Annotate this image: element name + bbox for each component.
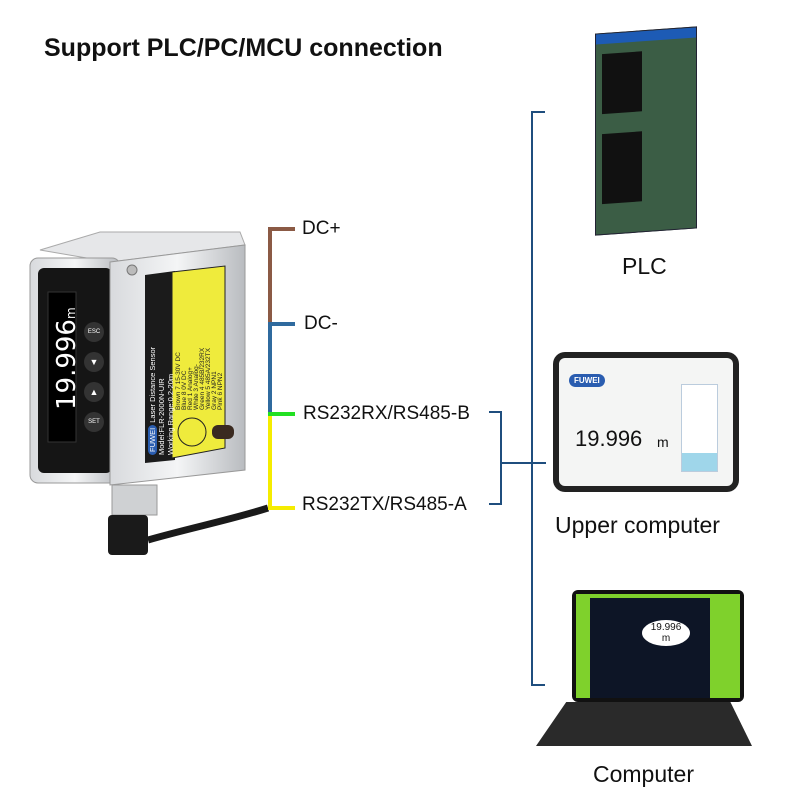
sensor-display-unit: m [64,307,78,320]
wire-dc-minus-tick [268,322,295,326]
caption-plc: PLC [622,253,667,279]
upper-computer-brand: FUWEI [569,374,605,387]
laptop-value: 19.996 [650,622,682,633]
bus-to-computer [531,684,545,686]
sensor-brand: FUWEI [148,424,157,455]
bus-to-plc [531,111,545,113]
plc-image [595,26,697,236]
upper-computer-unit: m [657,434,669,450]
wire-dc-minus [268,322,272,414]
bus-bracket-top [489,411,501,413]
label-rs232tx: RS232TX/RS485-A [302,494,467,515]
laptop-unit: m [661,633,671,644]
label-dc-plus: DC+ [302,218,341,239]
down-button: ▼ [84,352,104,372]
wire-rx-tick [268,412,295,416]
laptop-keyboard [536,702,752,746]
bus-join [500,462,546,464]
label-dc-minus: DC- [304,313,338,334]
sensor-display-value: 19.996 [52,319,82,410]
bus-bracket-bottom [489,503,501,505]
set-button: SET [84,412,104,432]
bus-bracket-vertical [500,411,502,505]
bus-main-vertical [531,111,533,686]
up-button: ▲ [84,382,104,402]
caption-computer: Computer [593,761,694,787]
esc-button: ESC [84,322,104,342]
upper-computer-value: 19.996 [575,426,643,451]
caption-upper-computer: Upper computer [555,512,720,538]
pin-table: Brown 7 15-30V DC Blue 8 0V DC Red 1 Ana… [175,347,224,410]
laptop-image: 19.996 m [572,590,744,702]
wire-tx [268,414,272,510]
label-rs232rx: RS232RX/RS485-B [303,403,470,424]
page-title: Support PLC/PC/MCU connection [44,34,443,62]
wire-tx-tick [268,506,295,510]
upper-computer-image: FUWEI 19.996 m [553,352,739,492]
sensor-label-line: Model:FLR-2000N-UIR [157,378,166,455]
wire-dc-plus-tick [268,227,295,231]
wire-dc-plus [268,227,272,323]
sensor-label-line: Working Range:0.2-20m [166,373,175,455]
sensor-label-line: Laser Distance Sensor [148,346,157,423]
